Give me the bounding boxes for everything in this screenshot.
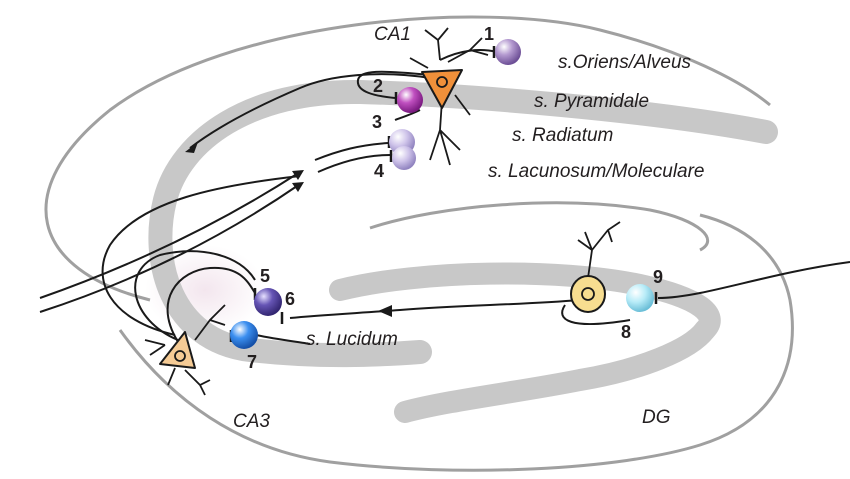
- granule-to-8: [561, 304, 631, 326]
- perforant-path-ca1-segment-2: [317, 154, 391, 173]
- interneuron-7-axon: [255, 334, 311, 345]
- ca3-collateral-to-6: [166, 266, 256, 346]
- ca1-pyramidal-cell: [409, 27, 489, 166]
- arrow-mossy-fiber: [378, 305, 392, 317]
- interneuron-5: [254, 288, 282, 316]
- interneuron-9: [626, 284, 654, 312]
- layer-label-radiatum: s. Radiatum: [512, 125, 613, 146]
- region-label-dg: DG: [642, 407, 671, 428]
- ca1-collateral-3: [394, 109, 421, 121]
- arrow-perforant-lower: [292, 182, 304, 192]
- granule-layer-band-lower: [394, 319, 716, 423]
- dg-granule-cell: [570, 221, 621, 313]
- granule-layer-band-upper: [329, 262, 721, 341]
- layer-label-oriens: s.Oriens/Alveus: [558, 52, 692, 73]
- layer-label-lacunosum: s. Lacunosum/Moleculare: [488, 161, 705, 182]
- dentate-gyrus-outline: [369, 201, 710, 252]
- interneuron-number-1: 1: [484, 24, 494, 44]
- interneuron-number-6: 6: [285, 289, 295, 309]
- hippocampus-outer-outline: [44, 15, 771, 302]
- interneuron-number-4: 4: [374, 161, 384, 181]
- interneuron-7: [230, 321, 258, 349]
- dg-input-fiber: [657, 261, 850, 299]
- pyramidal-layer-band: [148, 79, 778, 368]
- interneuron-number-9: 9: [653, 267, 663, 287]
- interneuron-number-8: 8: [621, 322, 631, 342]
- interneuron-number-5: 5: [260, 266, 270, 286]
- hippocampus-lower-outline: [118, 213, 794, 472]
- interneuron-2: [397, 87, 423, 113]
- arrow-ca1-output: [185, 142, 198, 153]
- ca1-output-axon: [189, 73, 431, 149]
- interneuron-4: [392, 146, 416, 170]
- arrow-perforant-upper: [292, 170, 304, 180]
- perforant-path-upper: [39, 171, 301, 299]
- region-label-ca1: CA1: [374, 24, 411, 45]
- ca3-collateral-to-5: [134, 250, 256, 341]
- layer-label-lucidum: s. Lucidum: [306, 329, 398, 350]
- interneuron-number-2: 2: [373, 76, 383, 96]
- ca1-collateral-2: [356, 70, 431, 99]
- mossy-fiber: [289, 299, 581, 319]
- layer-label-pyramidale: s. Pyramidale: [534, 91, 649, 112]
- perforant-path-lower: [39, 183, 301, 313]
- interneuron-number-7: 7: [247, 352, 257, 372]
- schaffer-collateral: [101, 175, 301, 336]
- region-label-ca3: CA3: [233, 411, 270, 432]
- perforant-path-ca1-segment: [314, 142, 389, 161]
- interneuron-1: [495, 39, 521, 65]
- ca3-pyramidal-cell: [144, 304, 226, 396]
- interneuron-number-3: 3: [372, 112, 382, 132]
